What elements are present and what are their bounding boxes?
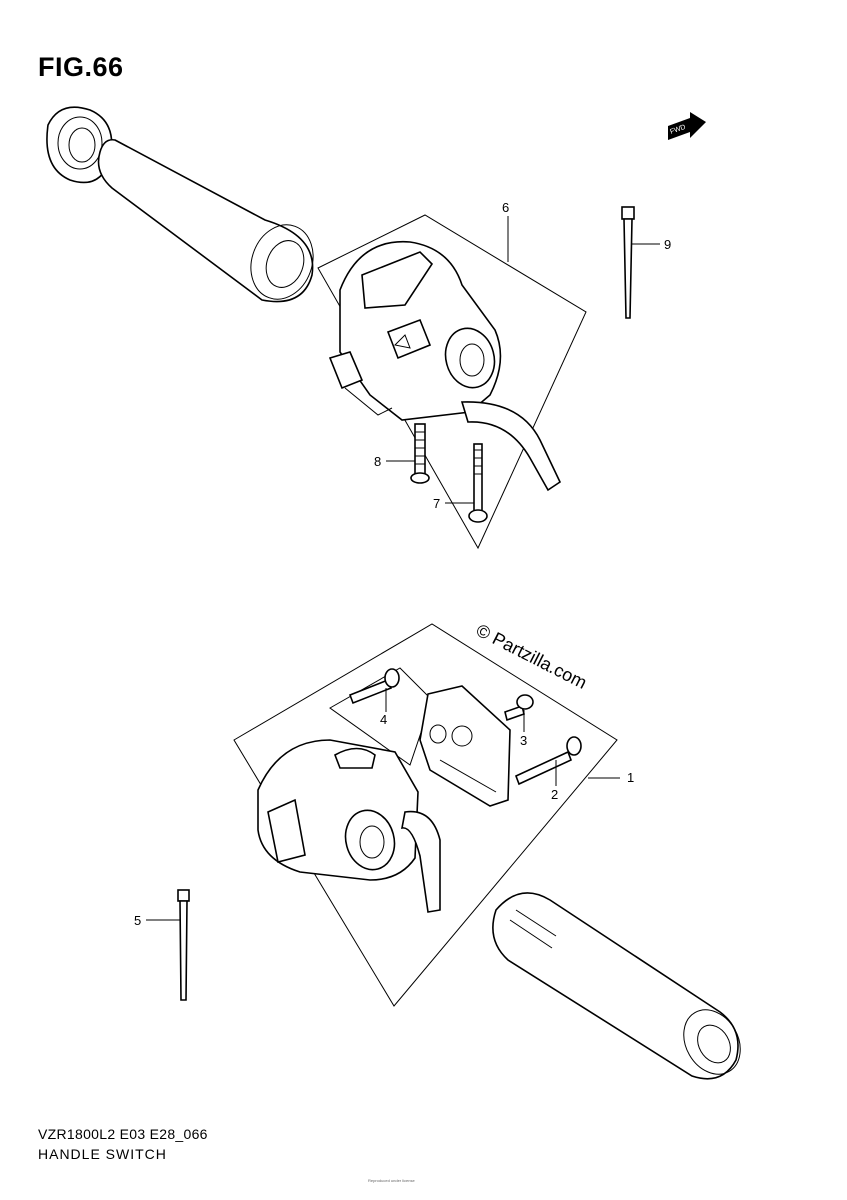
callout-1: 1	[627, 770, 634, 785]
cable-tie-9	[621, 206, 635, 319]
screw-2	[514, 736, 582, 786]
switch-clamp-bracket	[419, 685, 511, 807]
forward-direction-badge: FWD	[668, 112, 706, 140]
callout-8: 8	[374, 454, 381, 469]
right-throttle-grip	[492, 892, 741, 1080]
callout-6: 6	[502, 200, 509, 215]
right-switch-wiring-harness	[400, 810, 441, 913]
callout-9: 9	[664, 237, 671, 252]
left-switch-wiring-harness	[460, 401, 562, 492]
screw-7	[468, 443, 488, 523]
screw-4	[348, 668, 400, 705]
right-handle-switch-housing	[257, 739, 419, 881]
screw-3	[504, 694, 534, 722]
callout-7: 7	[433, 496, 440, 511]
callout-5: 5	[134, 913, 141, 928]
cable-tie-5	[177, 889, 190, 1001]
model-code-footer: VZR1800L2 E03 E28_066	[38, 1126, 208, 1142]
right-switch-assembly-frame	[233, 623, 618, 1007]
callout-2: 2	[551, 787, 558, 802]
part-name-footer: HANDLE SWITCH	[38, 1146, 167, 1162]
callout-4: 4	[380, 712, 387, 727]
screw-8	[410, 423, 430, 484]
callout-3: 3	[520, 733, 527, 748]
figure-title: FIG.66	[38, 52, 124, 82]
left-handlebar-grip	[97, 138, 314, 303]
copyright-fine-print: Reproduced under license	[368, 1178, 415, 1183]
left-handle-switch-housing	[328, 240, 502, 421]
